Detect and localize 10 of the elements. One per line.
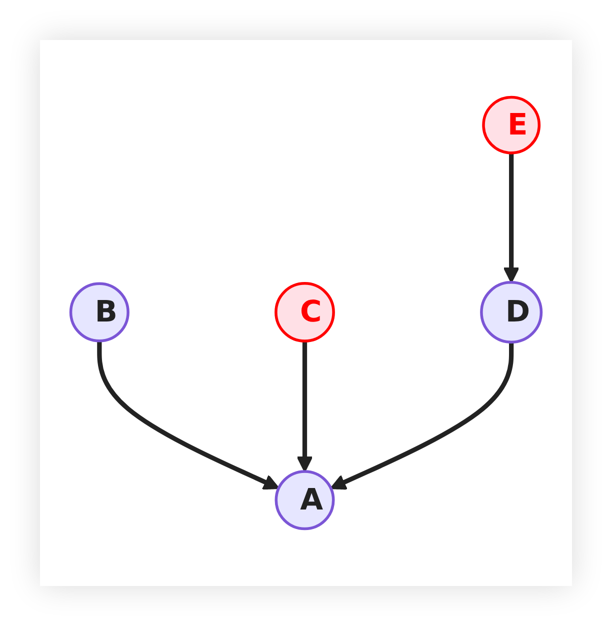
- arrow: [330, 342, 514, 490]
- arrow: [296, 341, 313, 472]
- card-background: E B C D A: [40, 40, 572, 586]
- node-circle: [480, 280, 543, 344]
- node-circle: [482, 96, 541, 154]
- node-circle: [274, 282, 335, 342]
- arrow: [503, 152, 520, 284]
- arrow: [97, 340, 280, 490]
- node-circle: [69, 282, 130, 342]
- node-circle: [274, 470, 335, 530]
